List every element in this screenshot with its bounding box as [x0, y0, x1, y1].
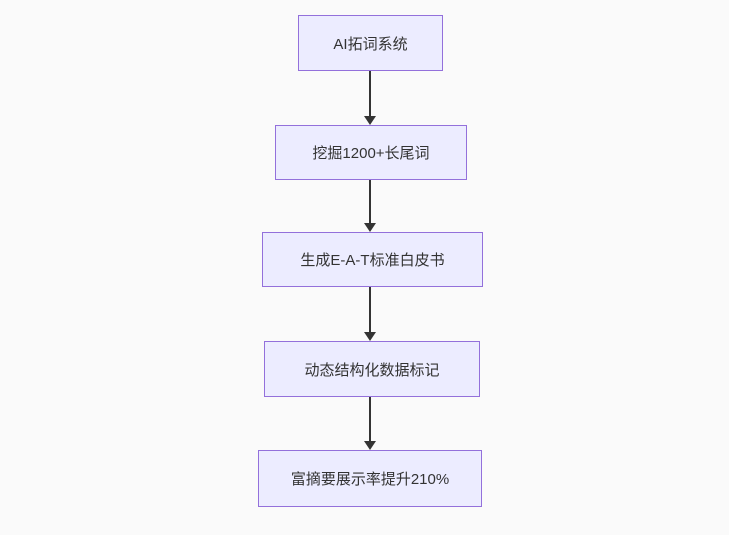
- arrow-down-icon: [364, 441, 376, 450]
- flow-edge-2: [363, 180, 377, 232]
- flow-node-eat-whitepaper: 生成E-A-T标准白皮书: [262, 232, 483, 287]
- flow-node-rich-snippet-result: 富摘要展示率提升210%: [258, 450, 482, 507]
- arrow-down-icon: [364, 332, 376, 341]
- edge-line: [369, 397, 371, 442]
- flow-node-label: 富摘要展示率提升210%: [290, 471, 450, 488]
- edge-line: [369, 71, 371, 117]
- flow-edge-1: [363, 71, 377, 125]
- flow-node-structured-data-markup: 动态结构化数据标记: [264, 341, 480, 397]
- arrow-down-icon: [364, 116, 376, 125]
- edge-line: [369, 287, 371, 333]
- flow-node-label: 挖掘1200+长尾词: [312, 145, 430, 162]
- flow-edge-3: [363, 287, 377, 341]
- flow-node-ai-word-expansion: AI拓词系统: [298, 15, 443, 71]
- flow-node-label: AI拓词系统: [333, 35, 408, 53]
- arrow-down-icon: [364, 223, 376, 232]
- flow-edge-4: [363, 397, 377, 450]
- flow-node-label: 生成E-A-T标准白皮书: [300, 252, 445, 269]
- flow-node-label: 动态结构化数据标记: [304, 361, 440, 379]
- edge-line: [369, 180, 371, 224]
- flow-node-longtail-mining: 挖掘1200+长尾词: [275, 125, 467, 180]
